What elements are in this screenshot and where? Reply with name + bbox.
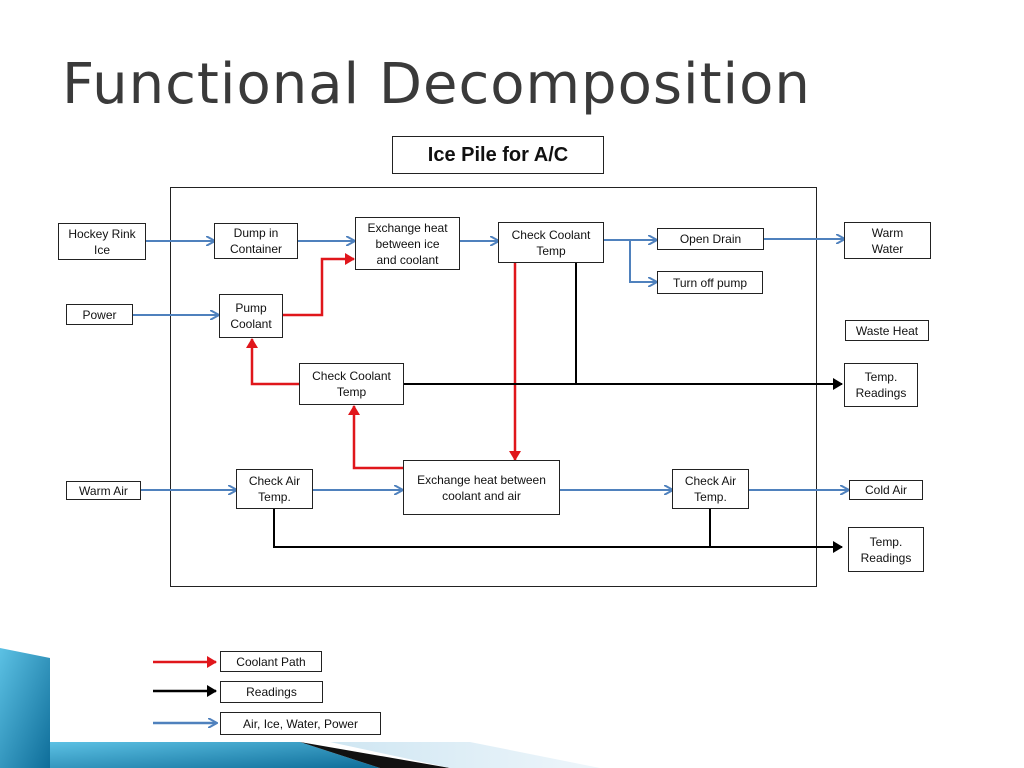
box-cold-air: Cold Air (849, 480, 923, 500)
system-boundary-frame (170, 187, 817, 587)
box-power: Power (66, 304, 133, 325)
box-open-drain: Open Drain (657, 228, 764, 250)
box-check-air-temp-right: Check Air Temp. (672, 469, 749, 509)
box-dump-in-container: Dump in Container (214, 223, 298, 259)
coolant-check-to-pump (246, 338, 299, 386)
legend-readings: Readings (220, 681, 323, 703)
box-temp-readings-1: Temp. Readings (844, 363, 918, 407)
flow-check-to-pump-off (629, 240, 656, 282)
slide-title: Functional Decomposition (62, 52, 811, 117)
box-waste-heat: Waste Heat (845, 320, 929, 341)
coolant-pump-to-exchange (283, 253, 355, 317)
legend-coolant-path: Coolant Path (220, 651, 322, 672)
box-exchange-ice-coolant: Exchange heat between ice and coolant (355, 217, 460, 270)
box-warm-air: Warm Air (66, 481, 141, 500)
box-temp-readings-2: Temp. Readings (848, 527, 924, 572)
box-turn-off-pump: Turn off pump (657, 271, 763, 294)
box-exchange-coolant-air: Exchange heat between coolant and air (403, 460, 560, 515)
coolant-exchange-to-check (348, 405, 403, 470)
box-hockey-rink-ice: Hockey Rink Ice (58, 223, 146, 260)
box-check-coolant-temp-mid: Check Coolant Temp (299, 363, 404, 405)
box-check-coolant-temp-top: Check Coolant Temp (498, 222, 604, 263)
box-warm-water: Warm Water (844, 222, 931, 259)
box-pump-coolant: Pump Coolant (219, 294, 283, 338)
box-check-air-temp-left: Check Air Temp. (236, 469, 313, 509)
reading-air-left-out (273, 509, 843, 553)
diagram-subtitle: Ice Pile for A/C (392, 136, 604, 174)
legend-air-ice-water-power: Air, Ice, Water, Power (220, 712, 381, 735)
